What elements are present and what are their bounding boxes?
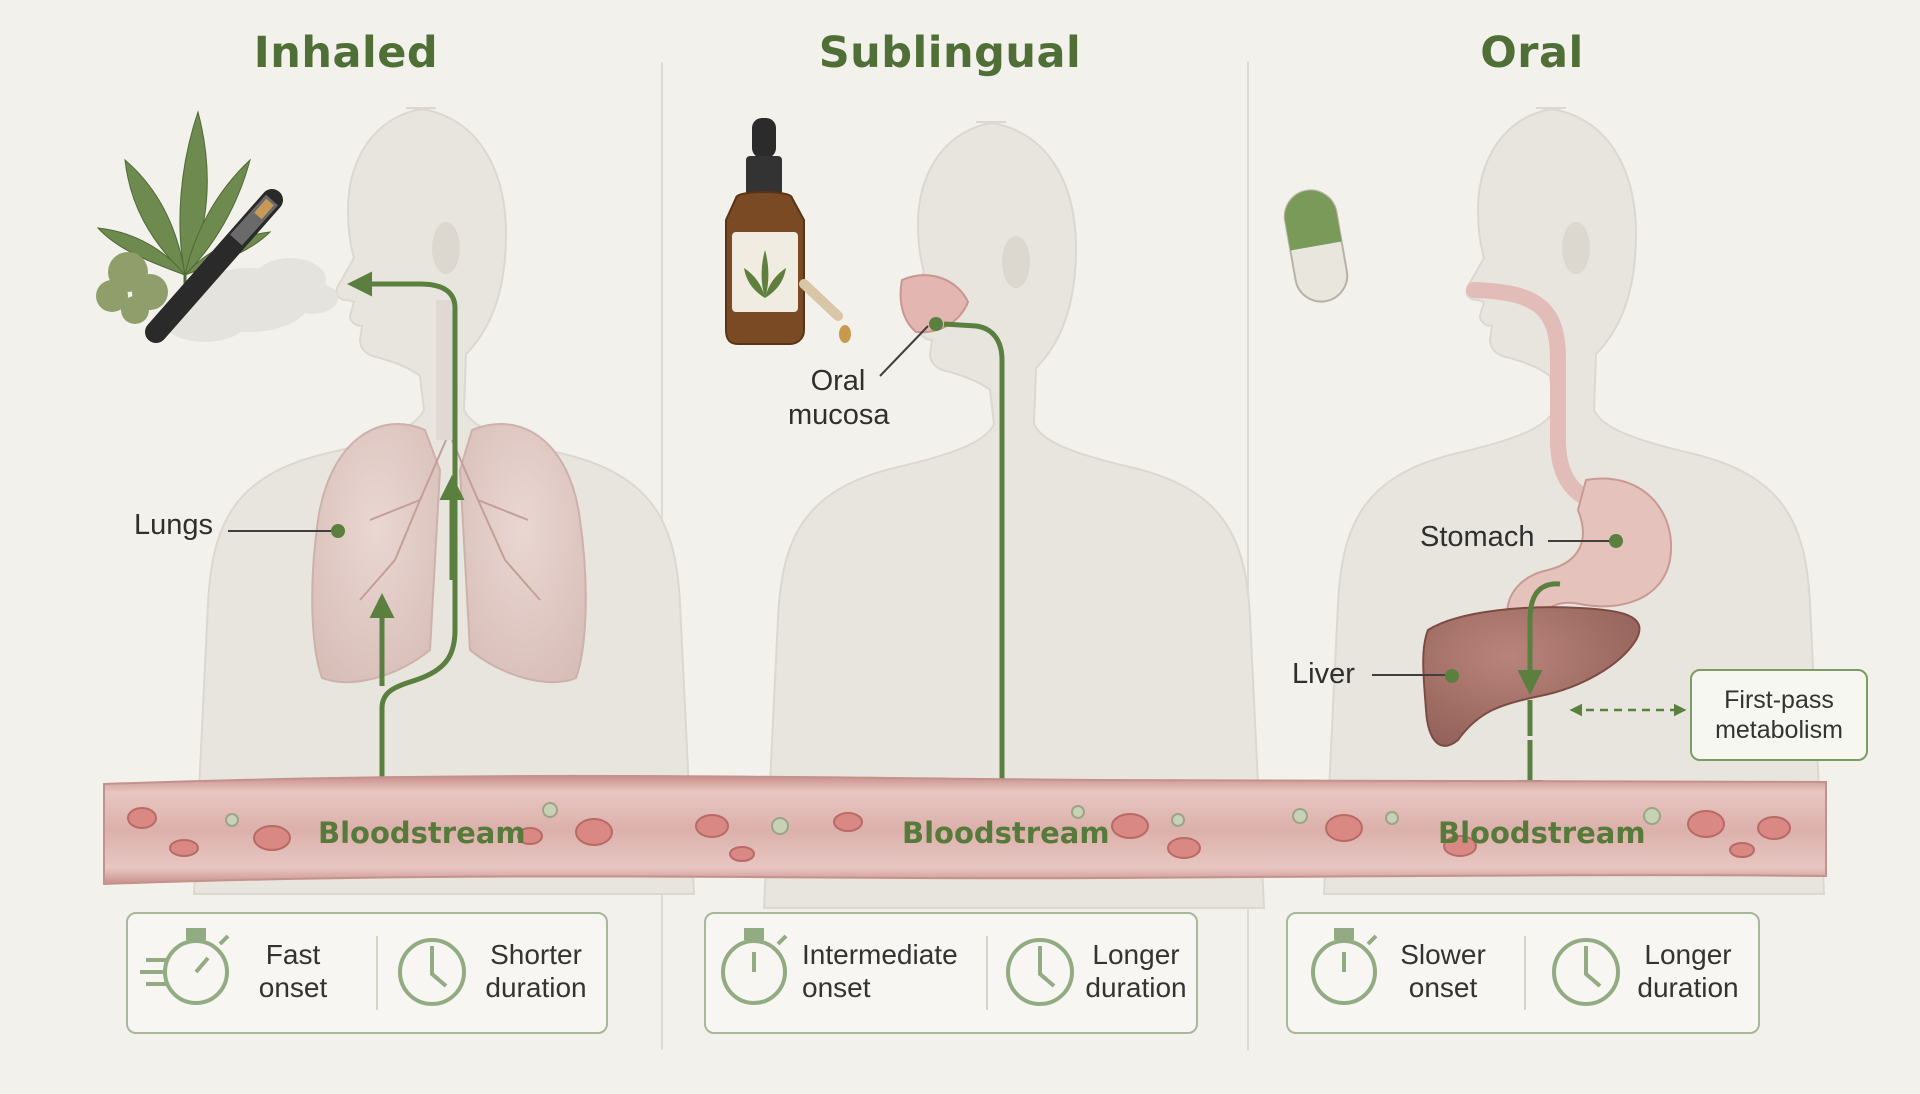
onset-oral-line2: onset: [1408, 972, 1478, 1003]
duration-sublingual-line2: duration: [1085, 972, 1187, 1003]
duration-sublingual-line1: Longer: [1092, 939, 1180, 970]
stopwatch-icon: [140, 928, 230, 1005]
dropper-bottle-icon: [725, 118, 851, 345]
info-box-sublingual: Intermediate onset Longer duration: [704, 912, 1198, 1034]
onset-inhaled: Fast onset: [228, 938, 358, 1004]
onset-oral-line1: Slower: [1400, 939, 1486, 970]
first-pass-metabolism-box: First-pass metabolism: [1690, 669, 1868, 761]
onset-oral: Slower onset: [1388, 938, 1498, 1004]
duration-sublingual: Longer duration: [1084, 938, 1188, 1004]
first-pass-line1: First-pass: [1724, 686, 1834, 714]
label-stomach: Stomach: [1420, 521, 1535, 553]
onset-inhaled-line2: onset: [258, 972, 328, 1003]
onset-sublingual: Intermediate onset: [802, 938, 978, 1004]
oral-mucosa-region: [899, 274, 970, 334]
bloodstream-label-inhaled: Bloodstream: [318, 816, 526, 850]
panel-title-sublingual: Sublingual: [818, 28, 1082, 78]
cannabis-bud: [96, 252, 168, 324]
panel-title-inhaled: Inhaled: [253, 28, 439, 78]
stopwatch-icon: [1311, 928, 1378, 1005]
first-pass-line2: metabolism: [1715, 716, 1843, 744]
label-oral-mucosa-line2: mucosa: [788, 399, 890, 431]
bloodstream-vessel: [103, 774, 1827, 886]
label-liver: Liver: [1292, 658, 1355, 690]
clock-icon: [1552, 938, 1620, 1006]
stopwatch-icon: [721, 928, 788, 1005]
label-oral-mucosa-line1: Oral: [810, 365, 866, 397]
cannabis-leaf-icon: [96, 110, 272, 305]
duration-oral-line2: duration: [1637, 972, 1739, 1003]
bloodstream-label-oral: Bloodstream: [1438, 816, 1646, 850]
duration-inhaled-line2: duration: [485, 972, 587, 1003]
capsule-icon: [1283, 189, 1349, 303]
info-box-inhaled: Fast onset Shorter duration: [126, 912, 608, 1034]
clock-icon: [398, 938, 466, 1006]
duration-inhaled: Shorter duration: [476, 938, 596, 1004]
onset-sublingual-line2: onset: [802, 972, 871, 1003]
label-oral-mucosa: Oral mucosa: [788, 364, 890, 432]
duration-oral-line1: Longer: [1644, 939, 1732, 970]
onset-sublingual-line1: Intermediate: [802, 939, 958, 970]
duration-oral: Longer duration: [1628, 938, 1748, 1004]
duration-inhaled-line1: Shorter: [490, 939, 582, 970]
bloodstream-label-sublingual: Bloodstream: [902, 816, 1110, 850]
onset-inhaled-line1: Fast: [265, 939, 321, 970]
blood-cells: [127, 807, 1791, 862]
vape-pen-icon: [145, 189, 283, 343]
info-box-oral: Slower onset Longer duration: [1286, 912, 1760, 1034]
clock-icon: [1006, 938, 1074, 1006]
lung-right: [458, 423, 587, 684]
label-lungs: Lungs: [134, 509, 214, 541]
smoke-cloud: [161, 258, 338, 342]
lung-left: [311, 423, 442, 684]
panel-title-oral: Oral: [1480, 28, 1584, 78]
